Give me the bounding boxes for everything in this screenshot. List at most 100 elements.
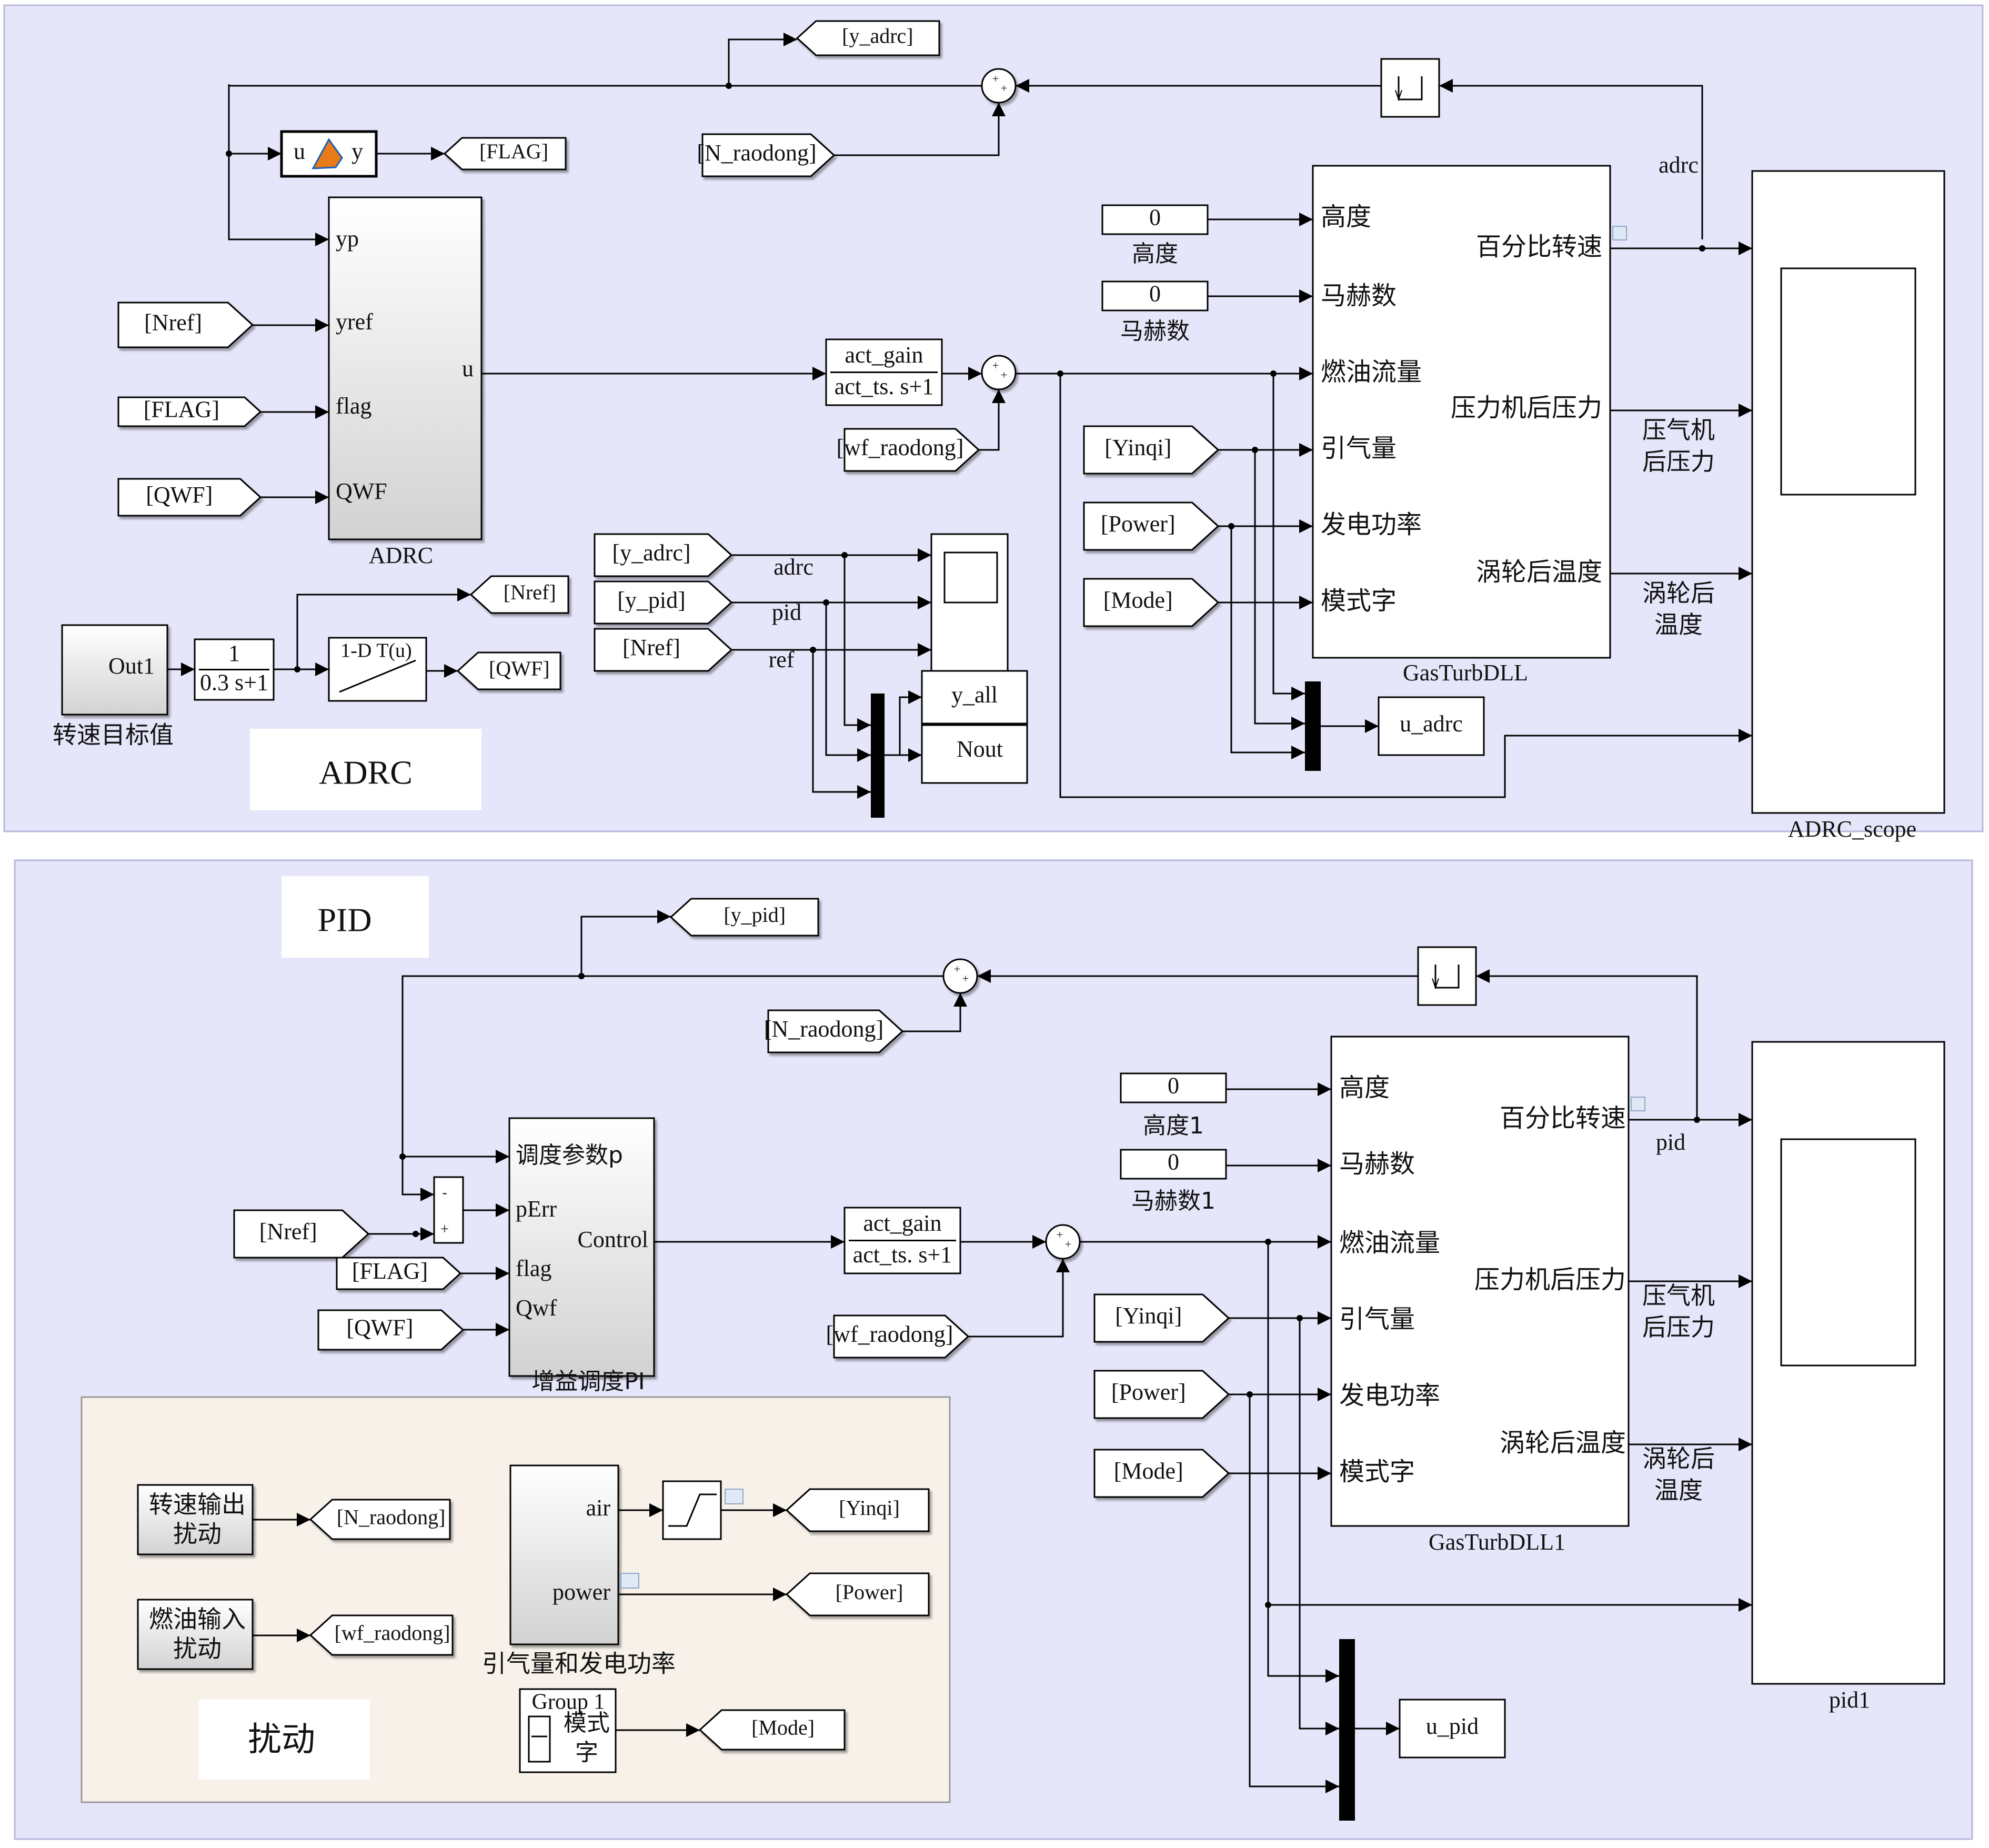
memory-block-adrc[interactable]: [1380, 58, 1440, 118]
gasturb-input-label: 引气量: [1321, 434, 1397, 463]
out-u-pid[interactable]: [1399, 1699, 1506, 1759]
pid-from-mode[interactable]: [1093, 1449, 1230, 1498]
pid-from-wf-raodong-label: [wf_raodong]: [826, 1321, 953, 1347]
out-y-all[interactable]: [921, 670, 1028, 725]
goto-mode[interactable]: [698, 1709, 846, 1751]
goto-flag[interactable]: [443, 137, 567, 170]
branch-point: [1699, 245, 1705, 252]
saturation-block[interactable]: [662, 1480, 722, 1540]
gasturb1-input-label: 发电功率: [1339, 1381, 1440, 1410]
mux-pid[interactable]: [1339, 1639, 1355, 1821]
pid-from-qwf[interactable]: [317, 1309, 465, 1351]
from-n-raodong[interactable]: [701, 133, 836, 177]
pid-const-altitude[interactable]: [1120, 1072, 1227, 1103]
ref-source-block[interactable]: [61, 624, 168, 716]
from-power[interactable]: [1083, 501, 1220, 551]
gasturb1-input-label: 马赫数: [1339, 1149, 1415, 1179]
group-text: 模式字: [564, 1710, 610, 1766]
goto-y-adrc[interactable]: [796, 20, 940, 56]
goto-n-raodong[interactable]: [309, 1499, 451, 1540]
goto-qwf[interactable]: [456, 651, 561, 690]
pid-wire-speed-to-memory: [1476, 969, 1698, 1120]
out-u-adrc[interactable]: [1378, 696, 1485, 756]
wire-nraodong-to-sum: [834, 103, 1006, 156]
goto-y-pid[interactable]: [669, 898, 819, 937]
sum-sign: +: [1001, 368, 1007, 381]
actuator-tf-adrc-denominator: act_ts. s+1: [835, 374, 934, 399]
signal-pressure-label: 压气机后压力: [1642, 416, 1715, 476]
const-mach-label: 马赫数: [1120, 318, 1190, 345]
gasturb-input-label: 发电功率: [1321, 510, 1422, 539]
goto-nref[interactable]: [469, 575, 569, 614]
memory-icon-arrow: [1395, 90, 1402, 102]
bleed-power-label: 引气量和发电功率: [482, 1650, 676, 1678]
pid-from-yinqi-label: [Yinqi]: [1115, 1303, 1182, 1329]
sig-ref-label: ref: [769, 647, 795, 672]
gasturb-input-label: 燃油流量: [1321, 357, 1422, 387]
pid-from-yinqi[interactable]: [1093, 1293, 1230, 1343]
from-mode[interactable]: [1083, 578, 1220, 627]
from-flag[interactable]: [117, 396, 262, 427]
wire-fuel-to-scope: [1059, 374, 1752, 798]
pid-from-n-raodong[interactable]: [767, 1009, 904, 1053]
ref-source-name: Out1: [108, 653, 155, 679]
bleed-power-block[interactable]: [509, 1464, 619, 1645]
pid-const-mach[interactable]: [1120, 1149, 1227, 1180]
lookup-label: 1-D T(u): [340, 640, 411, 662]
group-title: Group 1: [532, 1690, 605, 1714]
adrc-section-label: ADRC: [319, 754, 413, 791]
pid-from-power[interactable]: [1093, 1370, 1230, 1419]
pid-signal-temp-label: 涡轮后温度: [1642, 1444, 1715, 1504]
memory-block-pid[interactable]: [1417, 946, 1477, 1006]
from-nref-ref-label: [Nref]: [622, 635, 680, 660]
pi-input-label: flag: [516, 1256, 551, 1281]
gasturb1-output-label: 涡轮后温度: [1500, 1428, 1626, 1458]
adrc-block[interactable]: [328, 196, 483, 540]
from-y-pid[interactable]: [594, 580, 733, 625]
pid-const-mach-label: 马赫数1: [1131, 1188, 1216, 1214]
goto-y-pid-label: [y_pid]: [724, 903, 786, 927]
pi-scheduler-block[interactable]: [508, 1117, 655, 1377]
fuel-disturb-block[interactable]: [137, 1599, 254, 1670]
disturb-section-box: [199, 1700, 370, 1780]
mux-adrc[interactable]: [1305, 681, 1321, 771]
pid-scope-screen: [1780, 1138, 1916, 1367]
adrc-output-port-label: u: [462, 356, 474, 381]
pid-from-mode-label: [Mode]: [1114, 1458, 1183, 1484]
pid-wire-feedback: [401, 975, 943, 1163]
from-power-label: [Power]: [1101, 511, 1176, 537]
from-wf-raodong[interactable]: [843, 428, 980, 472]
from-yinqi-label: [Yinqi]: [1104, 435, 1171, 460]
lookup-curve: [339, 659, 416, 693]
from-y-adrc[interactable]: [594, 533, 733, 577]
gasturb-dll-block[interactable]: [1312, 165, 1611, 659]
out-u-pid-label: u_pid: [1426, 1713, 1479, 1739]
from-y-pid-label: [y_pid]: [617, 587, 686, 613]
from-yinqi[interactable]: [1083, 425, 1220, 475]
gasturb-name: GasTurbDLL: [1403, 660, 1528, 686]
goto-yinqi[interactable]: [785, 1488, 930, 1532]
goto-power[interactable]: [785, 1572, 930, 1616]
out-nout[interactable]: [921, 724, 1028, 784]
pid-from-nref-label: [Nref]: [259, 1219, 317, 1244]
mux-monitor[interactable]: [871, 694, 885, 818]
gasturb-dll1-block[interactable]: [1330, 1036, 1630, 1527]
gasturb1-name: GasTurbDLL1: [1429, 1529, 1565, 1555]
pid-from-flag[interactable]: [336, 1257, 462, 1290]
from-nref-label: [Nref]: [144, 310, 202, 336]
gasturb-input-label: 马赫数: [1321, 281, 1397, 310]
pid-section-box: [282, 876, 429, 958]
actuator-tf-adrc-numerator: act_gain: [845, 342, 923, 368]
wire-to-nref-goto: [296, 588, 471, 669]
branch-point: [578, 973, 585, 979]
goto-wf-raodong[interactable]: [309, 1614, 454, 1656]
wire-speed-to-memory: [1439, 79, 1703, 239]
goto-flag-label: [FLAG]: [479, 139, 548, 163]
from-qwf[interactable]: [117, 478, 262, 517]
pid-from-wf-raodong[interactable]: [833, 1314, 970, 1359]
adrc-input-port-label: QWF: [336, 478, 387, 504]
pid-from-nref[interactable]: [233, 1209, 370, 1259]
from-nref[interactable]: [117, 302, 254, 348]
from-nref-ref[interactable]: [594, 628, 733, 672]
